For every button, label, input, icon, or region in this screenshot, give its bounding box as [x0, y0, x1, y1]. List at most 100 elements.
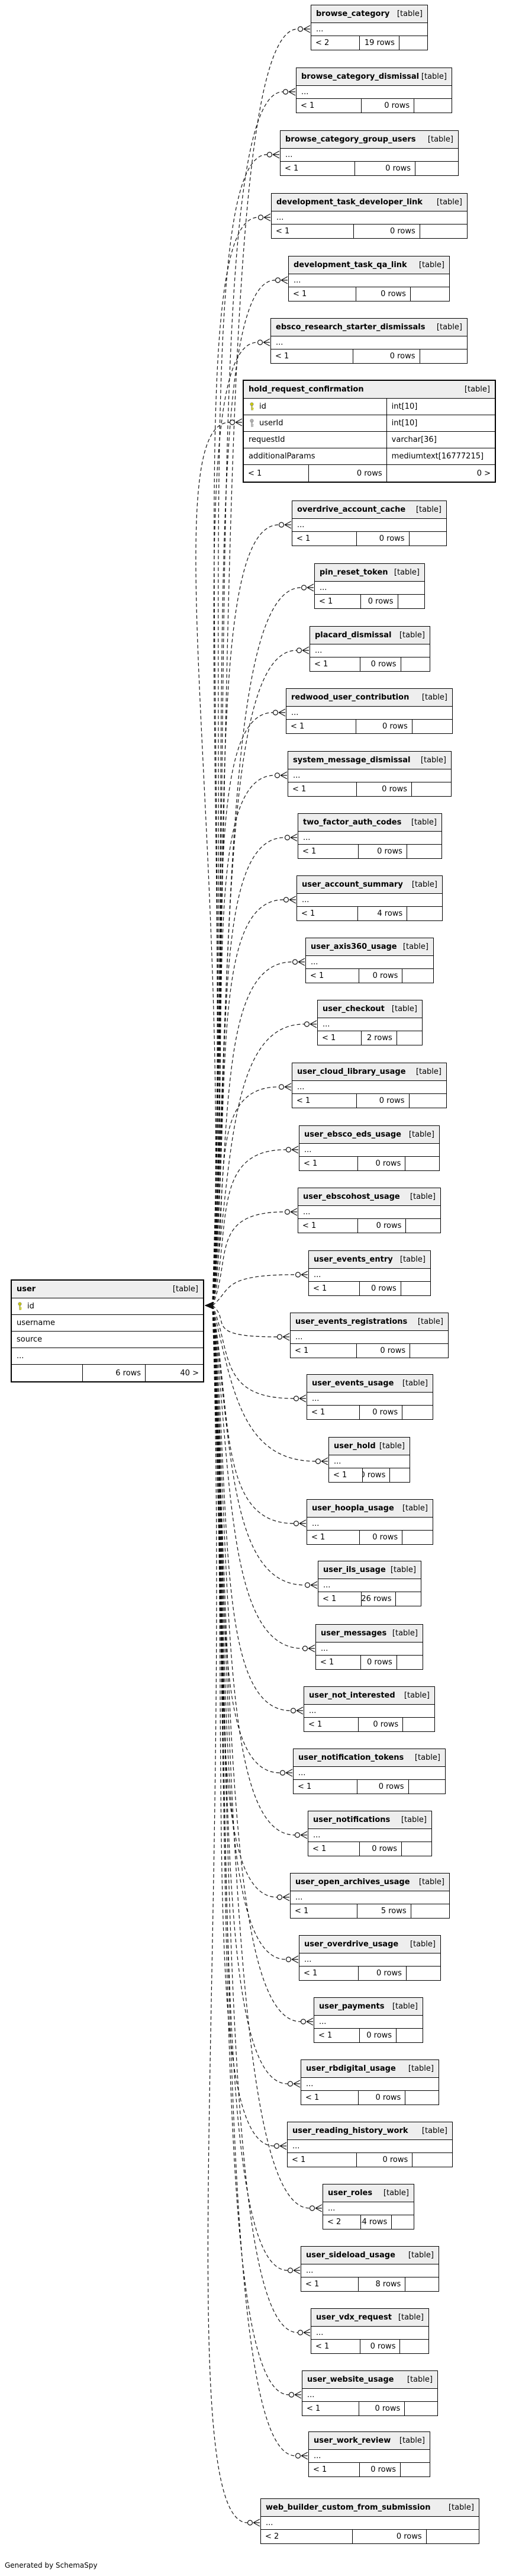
footer-row-count: 5 rows: [357, 1904, 411, 1918]
table-name: user_work_review: [314, 2436, 391, 2445]
column-name: ...: [297, 521, 305, 530]
columns-ellipsis-row: ...: [271, 336, 467, 349]
columns-ellipsis-row: ...: [291, 1891, 449, 1904]
relationship-edge: [205, 771, 288, 1309]
footer-parents-count: [401, 657, 430, 671]
table-header: browse_category_dismissal[table]: [296, 68, 452, 86]
columns-ellipsis-row: ...: [318, 1018, 422, 1031]
table-node-web_builder_custom_from_submission[interactable]: web_builder_custom_from_submission[table…: [260, 2498, 479, 2544]
table-node-browse_category_group_users[interactable]: browse_category_group_users[table]...< 1…: [280, 130, 459, 176]
column-name: ...: [298, 1769, 306, 1778]
column-name: ...: [311, 958, 318, 967]
footer-row-count: 2 rows: [362, 1031, 397, 1045]
table-header: ebsco_research_starter_dismissals[table]: [271, 319, 467, 336]
table-type-label: [table]: [418, 261, 444, 270]
table-node-ebsco_research_starter_dismissals[interactable]: ebsco_research_starter_dismissals[table]…: [270, 318, 468, 364]
columns-ellipsis-row: ...: [311, 23, 427, 36]
footer-row-count: 0 rows: [356, 287, 411, 301]
relationship-edge: [205, 1302, 290, 1901]
column-name: ...: [315, 646, 323, 655]
column-name-cell: requestId: [244, 432, 387, 448]
footer-children-count: < 2: [323, 2215, 362, 2229]
table-node-user_hold[interactable]: user_hold[table]...< 10 rows: [328, 1437, 410, 1483]
footer-parents-count: [400, 2340, 428, 2353]
table-node-development_task_developer_link[interactable]: development_task_developer_link[table]..…: [271, 193, 468, 239]
column-name: requestId: [249, 435, 285, 444]
footer-parents-count: [412, 720, 452, 733]
table-name: system_message_dismissal: [293, 756, 411, 765]
table-header: user_events_entry[table]: [309, 1251, 430, 1269]
table-footer: < 10 rows: [329, 1468, 410, 1482]
columns-ellipsis-row: ...: [286, 707, 452, 720]
footer-row-count: 0 rows: [353, 2530, 427, 2543]
footer-children-count: < 1: [307, 1406, 360, 1419]
table-header: user_ebscohost_usage[table]: [298, 1188, 440, 1206]
footer-parents-count: [406, 1219, 440, 1233]
primary-key-icon: [250, 402, 254, 410]
table-header: user_open_archives_usage[table]: [291, 1874, 449, 1891]
footer-parents-count: [402, 969, 433, 983]
table-node-user_roles[interactable]: user_roles[table]...< 244 rows: [323, 2184, 414, 2229]
footer-parents-count: [402, 1842, 431, 1856]
footer-children-count: < 1: [294, 1780, 357, 1794]
columns-ellipsis-row: ...: [308, 1829, 431, 1842]
table-name: browse_category: [316, 9, 390, 18]
footer-parents-count: [415, 162, 458, 175]
column-name: ...: [302, 896, 310, 904]
column-name: ...: [320, 583, 327, 592]
columns-ellipsis-row: ...: [307, 1518, 433, 1531]
table-name: user_checkout: [323, 1005, 385, 1013]
table-name: user_roles: [328, 2189, 373, 2198]
relationship-edge: [205, 1302, 311, 2337]
table-header: user_payments[table]: [314, 1998, 423, 2016]
table-header: user_vdx_request[table]: [311, 2309, 428, 2327]
table-name: user_events_registrations: [295, 1317, 408, 1326]
table-type-label: [table]: [391, 1005, 417, 1013]
column-name: ...: [321, 1644, 328, 1653]
column-name-cell: userId: [244, 415, 387, 431]
columns-ellipsis-row: ...: [291, 1331, 448, 1344]
table-type-label: [table]: [414, 1753, 440, 1762]
table-name: user_axis360_usage: [311, 942, 397, 951]
column-name: ...: [295, 1333, 303, 1342]
table-header: pin_reset_token[table]: [315, 564, 424, 582]
table-name: user_account_summary: [302, 880, 403, 889]
